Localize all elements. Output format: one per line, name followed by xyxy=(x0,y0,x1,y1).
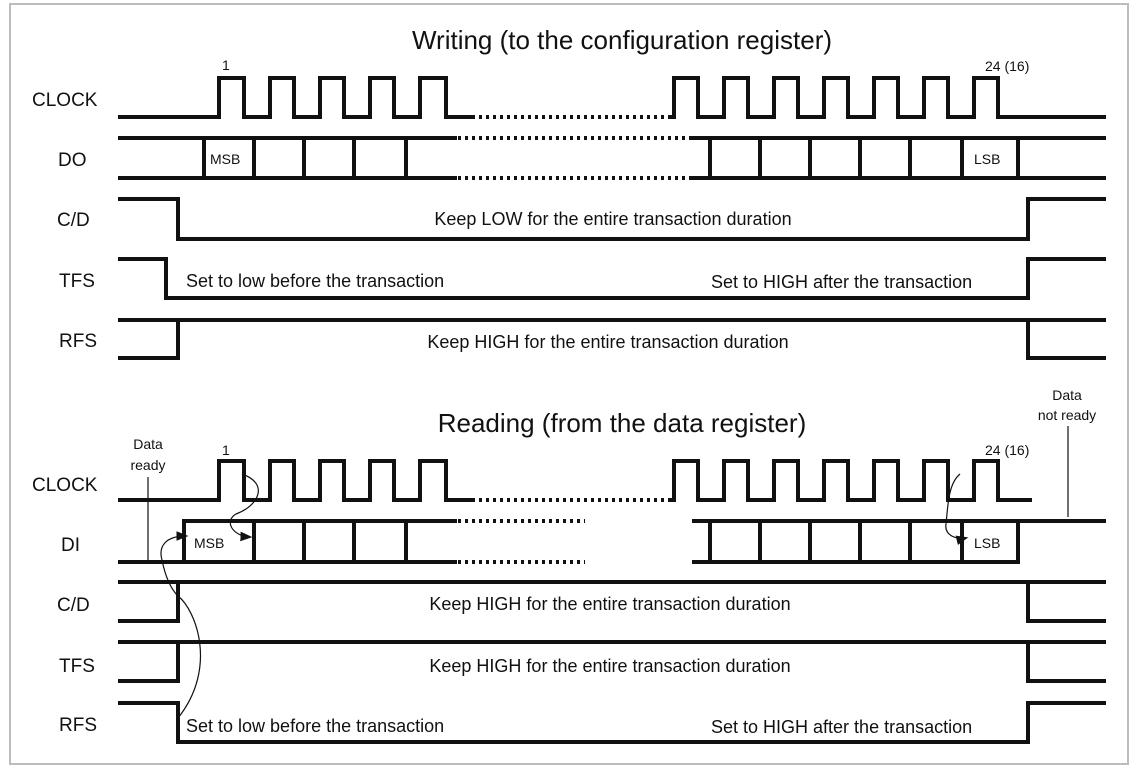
reading-first-pulse-label: 1 xyxy=(222,442,230,458)
reading-cd-start-tick xyxy=(118,580,180,623)
reading-rfs-start-note: Set to low before the transaction xyxy=(186,716,444,736)
rfs-to-di-arrow xyxy=(160,531,201,719)
data-ready-label-line2: ready xyxy=(130,457,165,473)
writing-cd-wave xyxy=(118,197,1106,241)
msb-timing-arrow xyxy=(229,473,259,542)
reading-rfs-wave xyxy=(118,701,1106,744)
writing-do-label: DO xyxy=(58,150,87,171)
reading-tfs-label: TFS xyxy=(59,656,95,677)
reading-tfs-end-tick xyxy=(1026,640,1106,683)
reading-tfs-start-tick xyxy=(118,640,180,683)
reading-tfs-note: Keep HIGH for the entire transaction dur… xyxy=(429,656,790,676)
writing-do-bus-start xyxy=(118,136,457,180)
writing-do-bus-end xyxy=(692,136,1106,180)
data-not-ready-label-line2: not ready xyxy=(1038,407,1096,423)
writing-lsb-label: LSB xyxy=(974,151,1000,167)
lsb-timing-arrow xyxy=(945,473,969,545)
writing-title: Writing (to the configuration register) xyxy=(412,25,832,55)
reading-di-bus-start xyxy=(118,519,457,564)
reading-lsb-label: LSB xyxy=(974,535,1000,551)
writing-tfs-start-note: Set to low before the transaction xyxy=(186,271,444,291)
writing-rfs-label: RFS xyxy=(59,331,97,352)
writing-tfs-end-note: Set to HIGH after the transaction xyxy=(711,272,972,292)
reading-rfs-label: RFS xyxy=(59,715,97,736)
reading-rfs-end-note: Set to HIGH after the transaction xyxy=(711,717,972,737)
writing-cd-note: Keep LOW for the entire transaction dura… xyxy=(434,209,791,229)
data-not-ready-label-line1: Data xyxy=(1052,387,1082,403)
diagram-frame xyxy=(9,3,1129,765)
reading-clock-label: CLOCK xyxy=(32,475,98,496)
writing-rfs-note: Keep HIGH for the entire transaction dur… xyxy=(427,332,788,352)
writing-clock-wave xyxy=(118,76,472,119)
reading-cd-note: Keep HIGH for the entire transaction dur… xyxy=(429,594,790,614)
reading-last-pulse-label: 24 (16) xyxy=(985,442,1029,458)
reading-clock-wave xyxy=(118,459,472,502)
writing-clock-label: CLOCK xyxy=(32,90,98,111)
data-ready-label-line1: Data xyxy=(133,436,163,452)
writing-rfs-start-tick xyxy=(118,318,180,360)
reading-cd-label: C/D xyxy=(57,595,90,616)
reading-di-label: DI xyxy=(61,535,80,556)
writing-clock-wave-end xyxy=(668,76,1106,119)
writing-rfs-end-tick xyxy=(1026,318,1106,360)
writing-msb-label: MSB xyxy=(210,151,240,167)
writing-last-pulse-label: 24 (16) xyxy=(985,58,1029,74)
writing-tfs-label: TFS xyxy=(59,271,95,292)
writing-cd-label: C/D xyxy=(57,210,90,231)
reading-title: Reading (from the data register) xyxy=(438,408,807,438)
reading-msb-label: MSB xyxy=(194,535,224,551)
reading-clock-wave-end xyxy=(668,459,1032,502)
writing-first-pulse-label: 1 xyxy=(222,57,230,73)
reading-cd-end-tick xyxy=(1026,580,1106,623)
writing-tfs-wave xyxy=(118,257,1106,300)
